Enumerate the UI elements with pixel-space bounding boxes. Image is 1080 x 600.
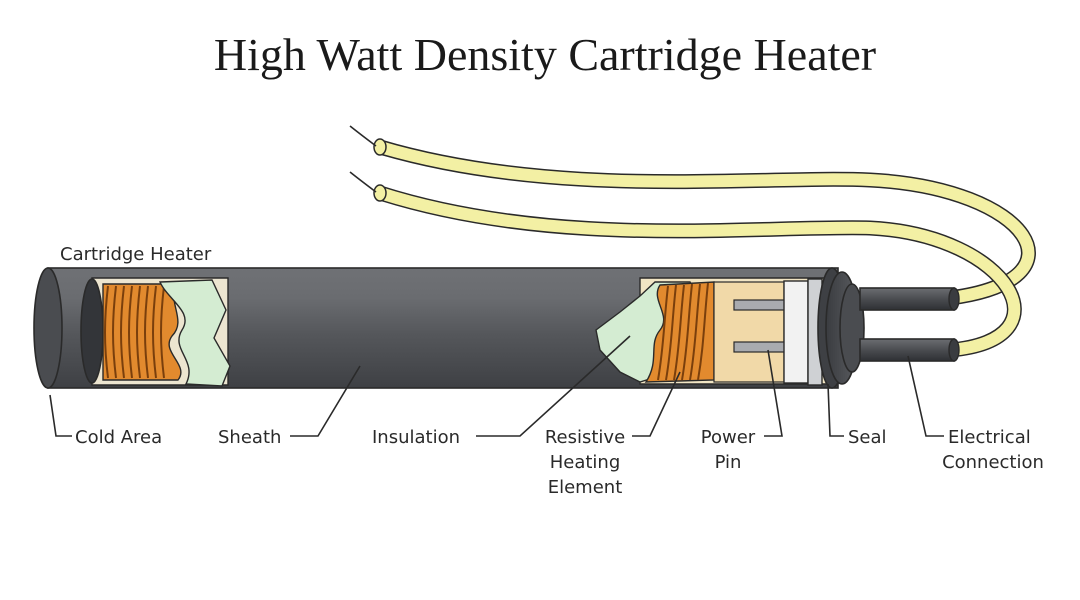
- label-resistive-heating-element-2: Heating: [550, 452, 621, 473]
- label-power-pin-2: Pin: [715, 452, 742, 473]
- cartridge-heater-label: Cartridge Heater: [60, 244, 212, 265]
- label-power-pin-1: Power: [701, 427, 756, 448]
- label-resistive-heating-element-1: Resistive: [545, 427, 625, 448]
- right-cutaway: [595, 277, 831, 386]
- diagram-title: High Watt Density Cartridge Heater: [214, 29, 876, 80]
- leader-lines: [49, 335, 944, 437]
- label-electrical-connection-2: Connection: [942, 452, 1044, 473]
- label-sheath: Sheath: [218, 427, 281, 448]
- label-cold-area: Cold Area: [75, 427, 162, 448]
- label-electrical-connection-1: Electrical: [948, 427, 1031, 448]
- component-labels: Cold Area Sheath Insulation Resistive He…: [75, 427, 1044, 498]
- lead-wires: [349, 125, 1036, 358]
- left-cutaway: [80, 277, 231, 387]
- label-resistive-heating-element-3: Element: [548, 477, 623, 498]
- end-cap: [817, 267, 865, 389]
- label-insulation: Insulation: [372, 427, 460, 448]
- lead-sleeves: [859, 287, 960, 362]
- label-seal: Seal: [848, 427, 887, 448]
